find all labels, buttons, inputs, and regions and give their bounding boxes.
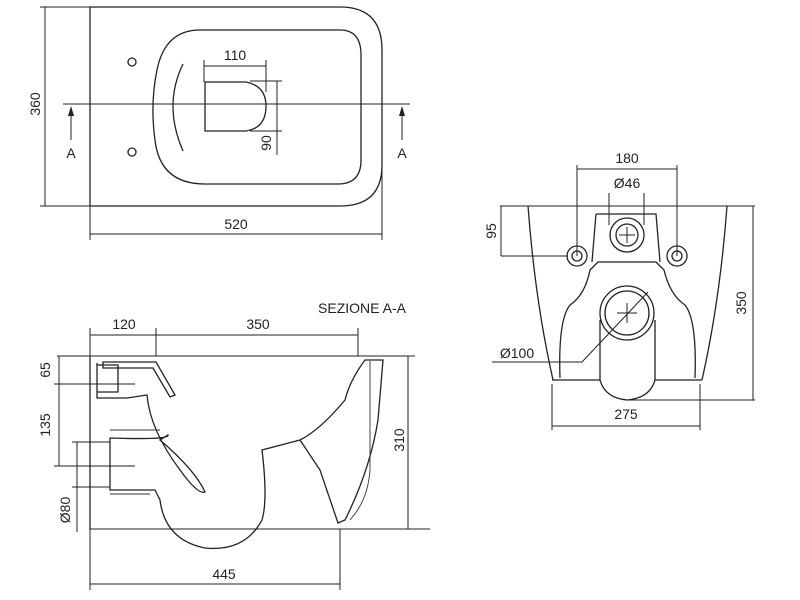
dim-65: 65 [37, 362, 53, 378]
seat-outline [152, 29, 362, 185]
rim-arc [172, 63, 184, 152]
dim-width: 360 [27, 92, 43, 116]
bowl-profile [96, 359, 384, 550]
dim-95: 95 [483, 223, 499, 239]
top-view: A A 360 520 110 90 [27, 6, 410, 240]
dim-445: 445 [212, 566, 236, 582]
dim-80: Ø80 [57, 497, 73, 524]
section-title: SEZIONE A-A [318, 300, 407, 316]
section-mark-right: A [397, 145, 407, 161]
top-outline [89, 6, 383, 207]
dim-100: Ø100 [500, 345, 534, 361]
body-left [527, 205, 554, 381]
dim-180: 180 [615, 150, 639, 166]
section-mark-left: A [66, 145, 76, 161]
front-view: 180 Ø46 95 350 Ø100 275 [483, 150, 755, 430]
fixing-hole-icon [127, 147, 137, 157]
dim-310: 310 [391, 428, 407, 452]
dim-135: 135 [37, 413, 53, 437]
dim-length: 520 [224, 216, 248, 232]
dim-hole-width: 110 [224, 47, 247, 63]
outlet-pipe-icon [599, 285, 655, 341]
body-right [701, 205, 728, 381]
dim-350: 350 [246, 316, 270, 332]
dim-120: 120 [112, 316, 136, 332]
inlet-pipe-icon [609, 217, 645, 253]
section-view: SEZIONE A-A 120 350 65 135 Ø80 310 445 [37, 300, 430, 590]
outlet-hole [204, 81, 267, 132]
fixing-hole-icon [127, 57, 137, 67]
dim-275: 275 [614, 406, 638, 422]
dim-hole-depth: 90 [258, 135, 274, 151]
dim-46: Ø46 [614, 175, 641, 191]
dim-350-height: 350 [733, 291, 749, 315]
